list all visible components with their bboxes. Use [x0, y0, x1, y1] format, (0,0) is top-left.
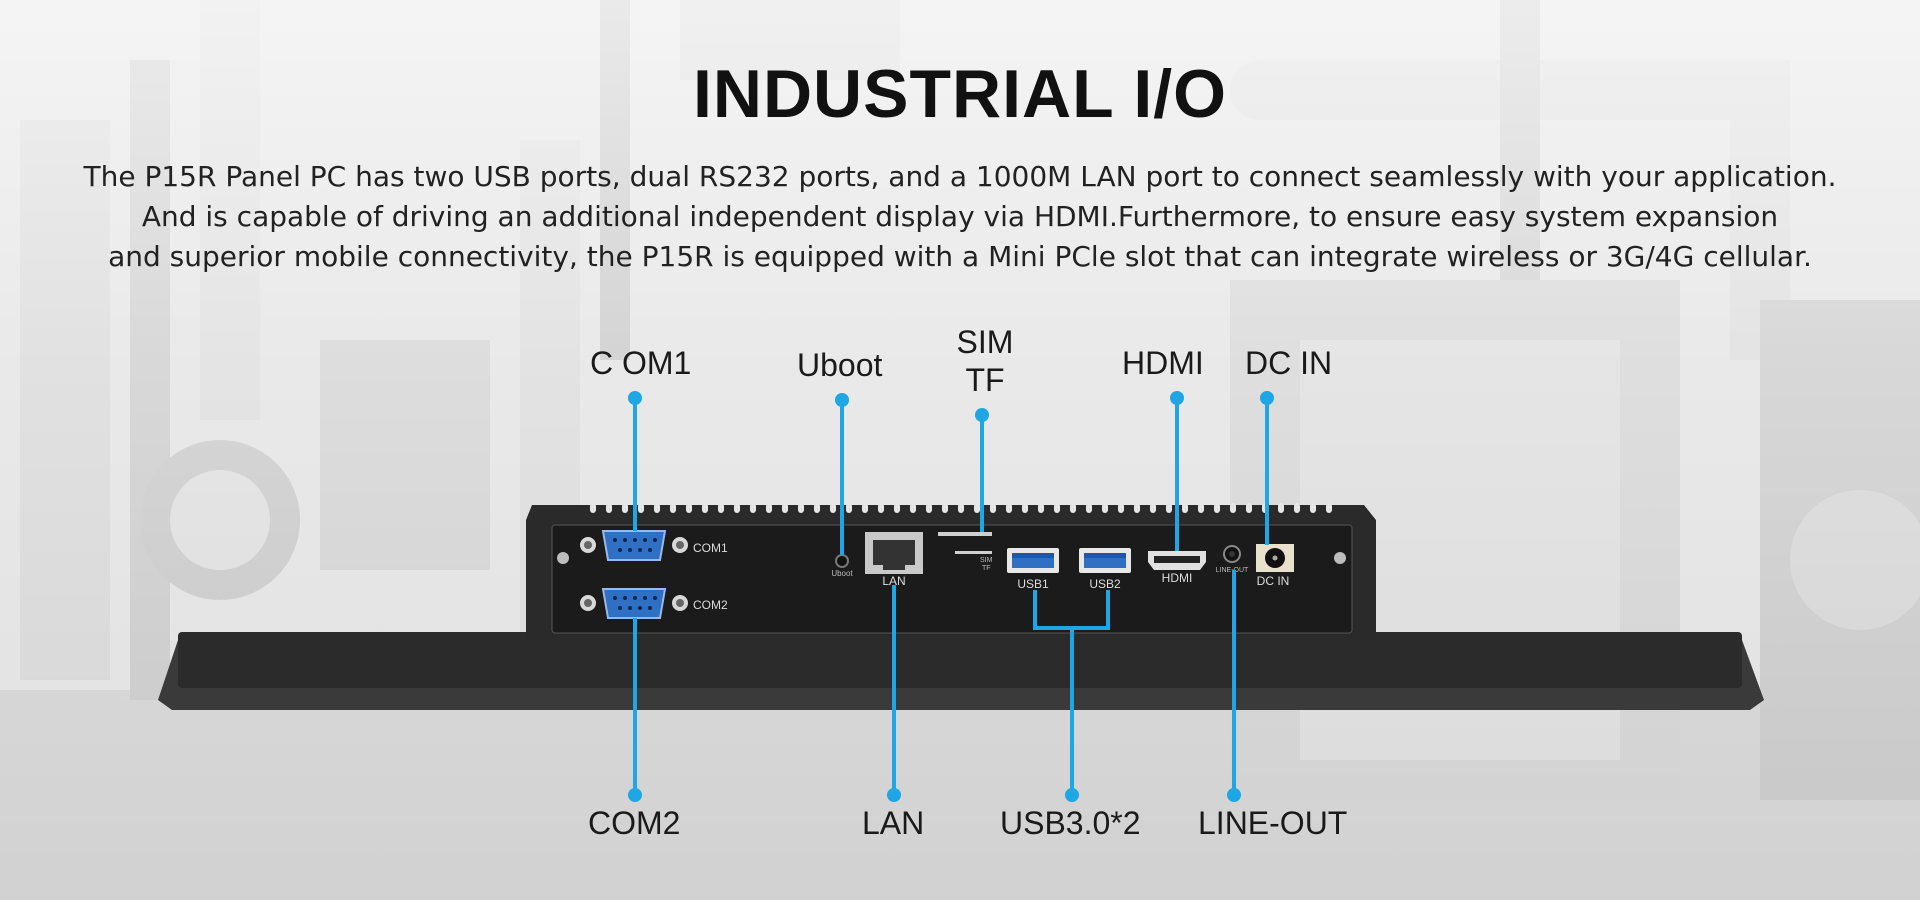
- callout-label-dc-in: DC IN: [1245, 345, 1333, 381]
- callout-label-hdmi: HDMI: [1122, 345, 1204, 381]
- port-label-usb2: USB2: [1089, 577, 1121, 591]
- callout-dot: [628, 788, 642, 802]
- description-line: And is capable of driving an additional …: [141, 200, 1779, 233]
- callout-dot: [1227, 788, 1241, 802]
- port-label-com2: COM2: [693, 598, 728, 612]
- port-label-sim: SIM: [980, 557, 993, 564]
- description-line: The P15R Panel PC has two USB ports, dua…: [83, 160, 1837, 193]
- sim-slot-icon: [938, 532, 992, 536]
- callout-dot: [1260, 391, 1274, 405]
- com2-port-icon: [601, 588, 667, 619]
- callout-label-line-out: LINE-OUT: [1198, 805, 1348, 841]
- callout-dot: [1065, 788, 1079, 802]
- port-label-hdmi: HDMI: [1162, 571, 1193, 585]
- callout-label-usb: USB3.0*2: [1000, 805, 1141, 841]
- callout-dot: [835, 393, 849, 407]
- callout-dot: [1170, 391, 1184, 405]
- screw-icon: [1334, 552, 1346, 564]
- uboot-button-icon: [835, 554, 849, 568]
- port-label-lan: LAN: [882, 574, 905, 588]
- callout-lines: [633, 398, 1269, 795]
- callout-label-com1: C OM1: [590, 345, 692, 381]
- callout-dots: [628, 391, 1274, 802]
- description: The P15R Panel PC has two USB ports, dua…: [60, 157, 1860, 277]
- description-line: and superior mobile connectivity, the P1…: [108, 240, 1812, 273]
- tf-slot-icon: [955, 551, 992, 554]
- callout-line-usb: [1033, 590, 1110, 795]
- port-label-tf: TF: [982, 565, 991, 572]
- screw-icon: [557, 552, 569, 564]
- com1-port-icon: [601, 530, 667, 561]
- callout-label-sim-line1: SIM: [956, 324, 1014, 360]
- callout-label-sim: SIM TF: [955, 323, 1015, 399]
- port-label-uboot: Uboot: [831, 569, 853, 578]
- callout-dot: [887, 788, 901, 802]
- callout-dot: [628, 391, 642, 405]
- port-label-dc-in: DC IN: [1257, 574, 1290, 588]
- port-label-com1: COM1: [693, 541, 728, 555]
- callout-label-uboot: Uboot: [797, 347, 883, 383]
- port-label-usb1: USB1: [1017, 577, 1049, 591]
- callout-label-lan: LAN: [862, 805, 925, 841]
- panel-body: [178, 632, 1742, 688]
- callout-label-com2: COM2: [588, 805, 681, 841]
- page-title: INDUSTRIAL I/O: [692, 56, 1228, 132]
- callout-label-sim-line2: TF: [965, 362, 1005, 398]
- callout-dot: [975, 408, 989, 422]
